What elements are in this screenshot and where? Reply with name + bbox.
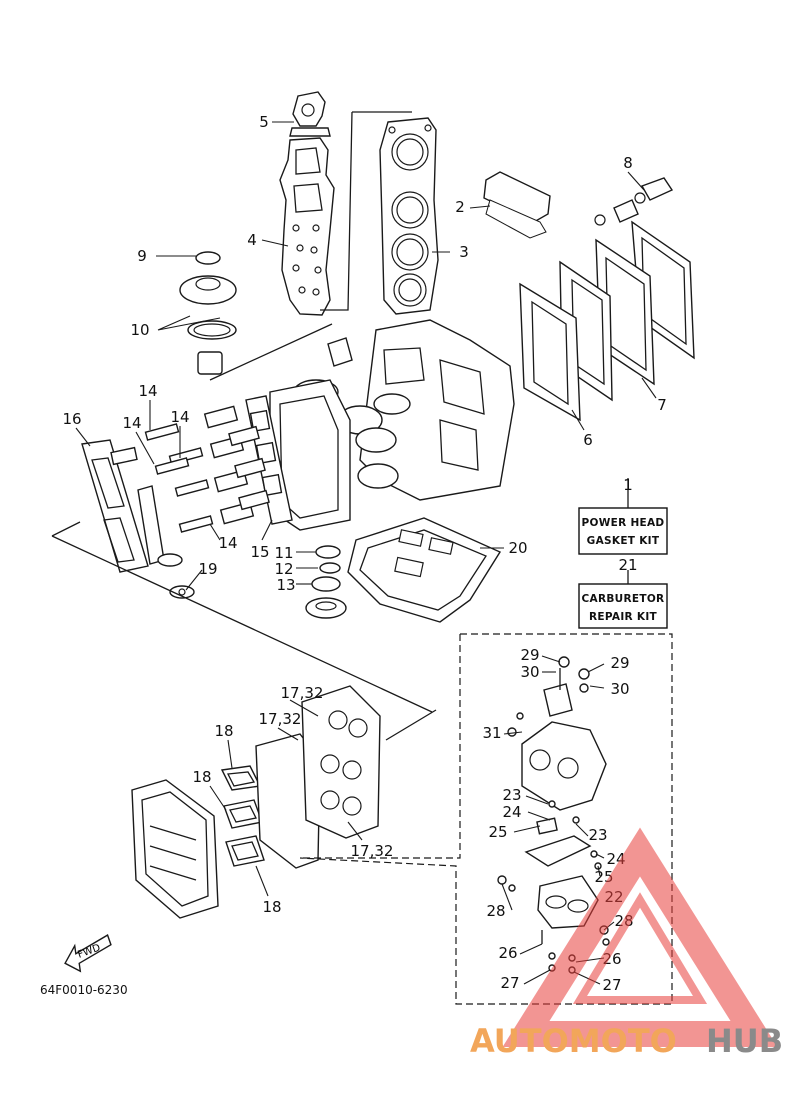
label-3: 3 [459, 243, 469, 261]
label-6: 6 [583, 431, 593, 449]
label-24: 24 [502, 803, 521, 821]
label-20: 20 [508, 539, 527, 557]
label-31: 31 [482, 724, 501, 742]
label-1: 1 [623, 476, 633, 494]
label-23: 23 [588, 826, 607, 844]
label-17-32: 17,32 [351, 842, 394, 860]
thermostat-8 [594, 177, 674, 226]
part-number-labels: 5 4 3 2 8 9 10 7 6 14 14 14 14 16 15 11 … [62, 113, 666, 994]
label-18: 18 [262, 898, 281, 916]
label-29: 29 [610, 654, 629, 672]
label-23: 23 [502, 786, 521, 804]
label-28: 28 [486, 902, 505, 920]
watermark-logo [502, 827, 778, 1047]
intake-silencer [131, 779, 219, 919]
label-8: 8 [623, 154, 633, 172]
carburetor-detail-box [299, 633, 673, 1005]
label-12: 12 [274, 560, 293, 578]
label-30: 30 [610, 680, 629, 698]
label-27: 27 [500, 974, 519, 992]
carburetor-body-17-32 [255, 685, 381, 869]
label-7: 7 [657, 396, 667, 414]
forward-arrow-icon: FWD [64, 934, 112, 973]
bearing-rings-11-13 [305, 545, 347, 619]
label-27: 27 [602, 976, 621, 994]
exhaust-cover-gasket-group [279, 91, 335, 316]
carburetor-parts [497, 656, 610, 974]
label-14: 14 [122, 414, 141, 432]
cylinder-head-gasket [379, 117, 439, 315]
gaskets-18 [220, 765, 265, 867]
label-26: 26 [498, 944, 517, 962]
label-30: 30 [520, 663, 539, 681]
label-4: 4 [247, 231, 257, 249]
label-17-32: 17,32 [259, 710, 302, 728]
leader-bracket [320, 111, 412, 311]
label-14: 14 [138, 382, 157, 400]
lower-gasket-20 [347, 517, 502, 623]
label-2: 2 [455, 198, 465, 216]
power-head-gasket-kit: POWER HEAD GASKET KIT [578, 507, 668, 555]
bearing-housing-9-10 [179, 251, 237, 375]
label-16: 16 [62, 410, 81, 428]
exhaust-plates-6-7 [519, 220, 695, 422]
kit-label-line2: GASKET KIT [587, 535, 660, 547]
cover-and-gasket-2 [483, 171, 551, 239]
leader-bracket-left [51, 521, 433, 713]
label-25: 25 [488, 823, 507, 841]
label-29: 29 [520, 646, 539, 664]
label-5: 5 [259, 113, 269, 131]
label-14: 14 [218, 534, 237, 552]
label-13: 13 [276, 576, 295, 594]
leader-bracket-17 [385, 709, 437, 741]
leader-lines [75, 121, 657, 985]
drawing-code: 64F0010-6230 [40, 983, 128, 997]
watermark-text-1: AUTOMOTO [470, 1022, 677, 1060]
watermark-text-2: HUB [706, 1022, 783, 1060]
label-17-32: 17,32 [281, 684, 324, 702]
label-21: 21 [618, 556, 637, 574]
kit-label-line1: POWER HEAD [582, 517, 665, 529]
label-14: 14 [170, 408, 189, 426]
engine-block [245, 319, 515, 531]
label-18: 18 [192, 768, 211, 786]
label-18: 18 [214, 722, 233, 740]
label-11: 11 [274, 544, 293, 562]
label-10: 10 [130, 321, 149, 339]
leader-bracket-9 [209, 323, 333, 381]
carburetor-repair-kit: CARBURETOR REPAIR KIT [578, 583, 668, 629]
kit-label-line1: CARBURETOR [582, 593, 665, 605]
kit-label-line2: REPAIR KIT [589, 611, 658, 623]
label-19: 19 [198, 560, 217, 578]
reed-valve-assembly-14-16 [81, 405, 270, 599]
label-15: 15 [250, 543, 269, 561]
label-9: 9 [137, 247, 147, 265]
